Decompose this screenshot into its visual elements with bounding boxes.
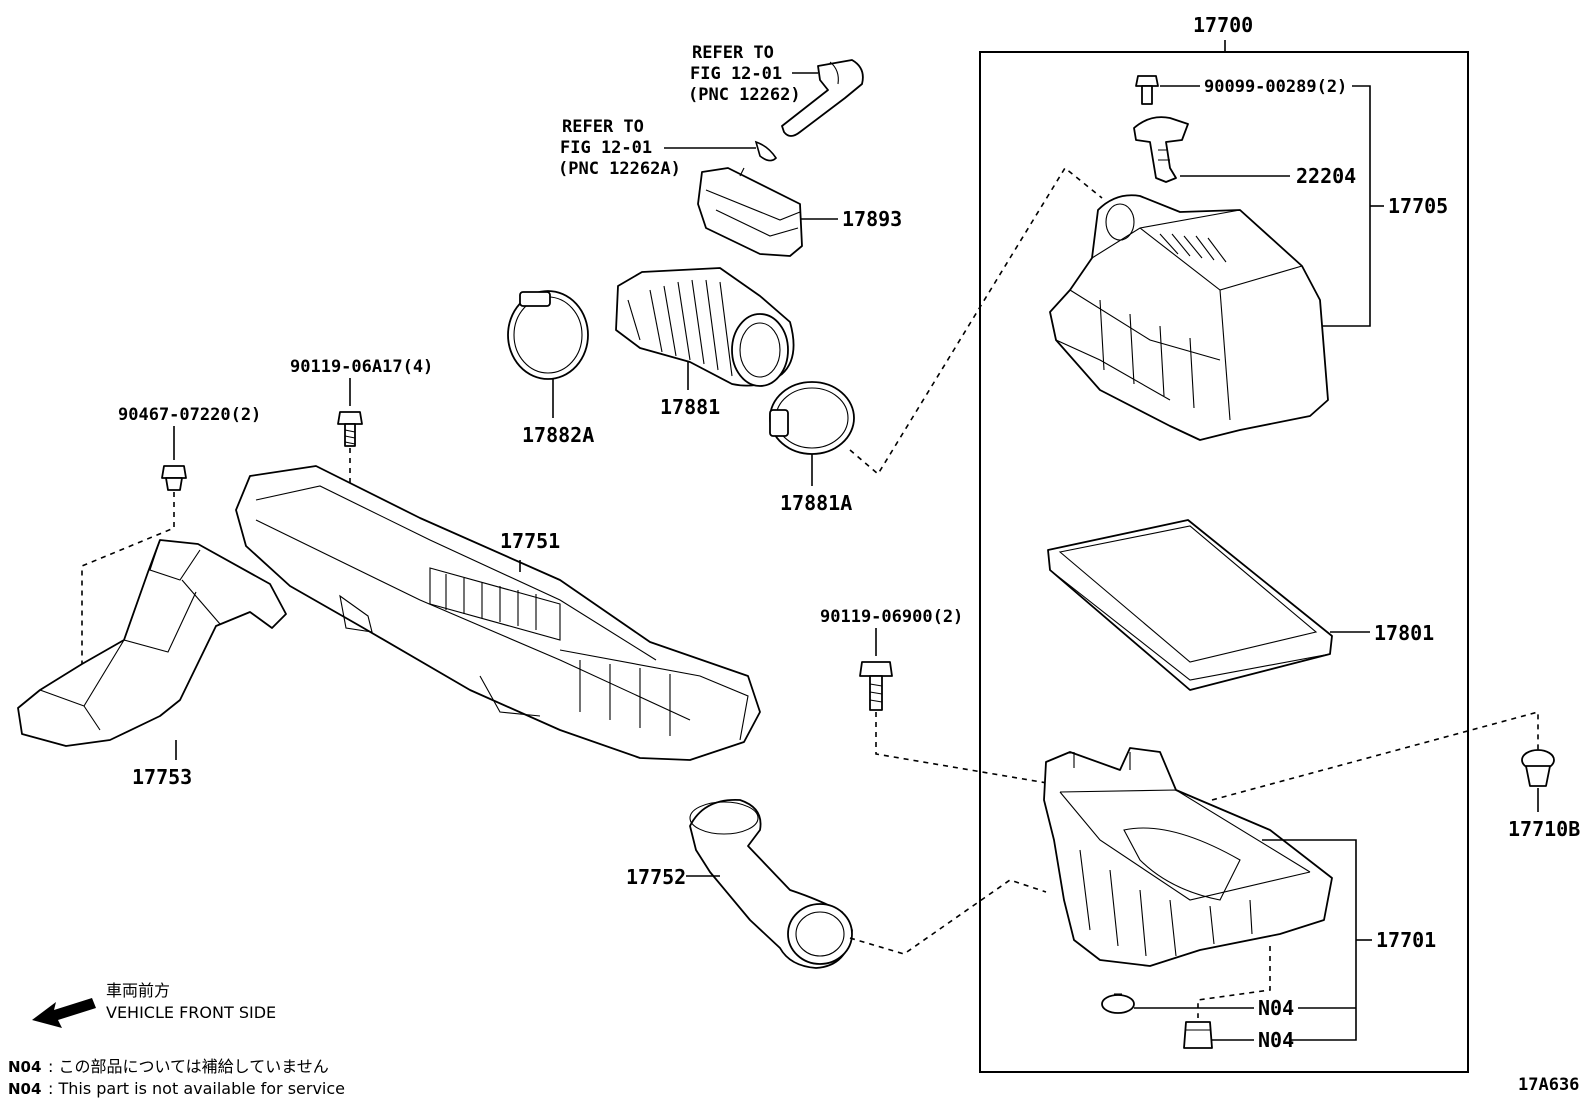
air-filter-element-part xyxy=(1047,519,1333,691)
bolt-06A17-icon xyxy=(337,411,363,447)
note-jp-code: N04 xyxy=(8,1058,41,1076)
p90467-07220-label[interactable]: 90467-07220(2) xyxy=(118,405,261,425)
p17881-label[interactable]: 17881 xyxy=(660,395,720,419)
p90119-06900-label[interactable]: 90119-06900(2) xyxy=(820,607,963,627)
case-grommet-dashline xyxy=(1211,710,1539,801)
assembly-label[interactable]: 17700 xyxy=(1193,13,1253,37)
hose-clamp-small-part xyxy=(507,290,589,380)
bolt-06900-dashline xyxy=(875,712,1101,793)
figure-id: 17A636 xyxy=(1518,1075,1579,1095)
air-flow-sensor-part xyxy=(1133,116,1189,183)
p17751-label[interactable]: 17751 xyxy=(500,529,560,553)
case-n04-dashline xyxy=(1197,946,1271,1018)
air-duct-part xyxy=(17,539,287,747)
elbow-hose-part xyxy=(689,799,853,969)
air-cleaner-case-part xyxy=(1043,747,1333,967)
clip-07220-icon xyxy=(161,465,187,491)
p22204-label[interactable]: 22204 xyxy=(1296,164,1356,188)
n04-cap-icon xyxy=(1101,993,1135,1014)
vehicle-front-arrow-icon xyxy=(32,998,96,1028)
n04-plug-icon xyxy=(1183,1021,1213,1049)
n04-b-label[interactable]: N04 xyxy=(1258,1028,1294,1052)
refer-b-line1: REFER TO xyxy=(562,117,644,137)
intake-hose-part xyxy=(615,267,795,387)
p17705-bracket xyxy=(1320,85,1371,327)
grommet-17710B-icon xyxy=(1521,749,1555,787)
resonator-part xyxy=(697,167,803,257)
p17893-label[interactable]: 17893 xyxy=(842,207,902,231)
note-en-text: : This part is not available for service xyxy=(48,1079,345,1098)
p17753-label[interactable]: 17753 xyxy=(132,765,192,789)
air-cleaner-cap-part xyxy=(1049,194,1329,441)
p17701-label[interactable]: 17701 xyxy=(1376,928,1436,952)
refer-a-line2: FIG 12-01 xyxy=(690,64,782,84)
n04-a-label[interactable]: N04 xyxy=(1258,996,1294,1020)
assembly-frame xyxy=(979,51,1469,1073)
hose-clamp-large-part xyxy=(769,381,855,455)
inlet-duct-part xyxy=(235,465,761,761)
note-jp-text: : この部品については補給していません xyxy=(48,1057,329,1076)
hose-clip-part xyxy=(754,140,778,162)
refer-b-line3: (PNC 12262A) xyxy=(558,159,681,179)
direction-en: VEHICLE FRONT SIDE xyxy=(106,1003,276,1022)
p90099-00289-label[interactable]: 90099-00289(2) xyxy=(1204,77,1347,97)
screw-00289-icon xyxy=(1135,75,1159,105)
clip-07220-dashline xyxy=(81,492,175,664)
p90119-06A17-label[interactable]: 90119-06A17(4) xyxy=(290,357,433,377)
p17801-label[interactable]: 17801 xyxy=(1374,621,1434,645)
hose-tube-part xyxy=(781,59,864,137)
note-en-code: N04 xyxy=(8,1080,41,1098)
p17705-label[interactable]: 17705 xyxy=(1388,194,1448,218)
p17710B-label[interactable]: 17710B xyxy=(1508,817,1580,841)
bolt-06900-icon xyxy=(859,661,893,711)
refer-b-line2: FIG 12-01 xyxy=(560,138,652,158)
p17882A-label[interactable]: 17882A xyxy=(522,423,594,447)
direction-jp: 車両前方 xyxy=(106,981,170,1000)
elbow-to-case-dashline xyxy=(849,879,1047,955)
refer-a-line1: REFER TO xyxy=(692,43,774,63)
p17881A-label[interactable]: 17881A xyxy=(780,491,852,515)
p17752-label[interactable]: 17752 xyxy=(626,865,686,889)
refer-a-line3: (PNC 12262) xyxy=(688,85,801,105)
